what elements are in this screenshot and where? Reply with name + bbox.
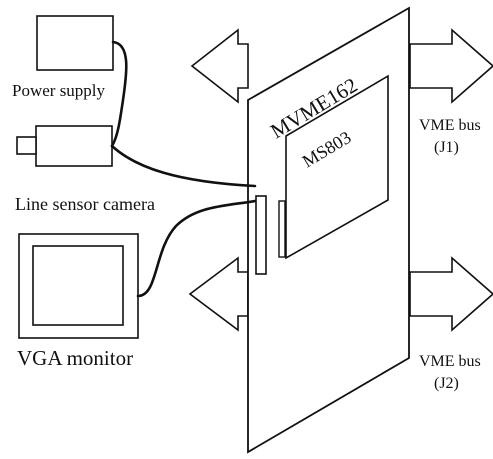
vme-bus-j1-arrow-right (409, 28, 493, 104)
power-supply-box (36, 15, 114, 71)
vme-bus-j2-label: VME bus (419, 353, 481, 370)
camera-cable (110, 144, 257, 188)
board-connector-module (278, 200, 286, 258)
power-cable (110, 40, 128, 148)
vme-bus-j2-arrow-right (409, 256, 493, 332)
camera-lens (16, 136, 37, 155)
ms803-module (285, 74, 389, 260)
vga-monitor-screen (32, 245, 124, 326)
power-supply-label: Power supply (12, 81, 106, 100)
vme-bus-j1-connector-label: (J1) (434, 139, 459, 156)
vga-monitor-label: VGA monitor (17, 346, 133, 370)
board-connector-left (255, 195, 267, 275)
line-sensor-camera-label: Line sensor camera (15, 194, 155, 214)
vme-bus-j1-label: VME bus (419, 117, 481, 134)
vme-bus-j1-arrow-left (190, 28, 249, 104)
vme-bus-j2-arrow-left (188, 256, 249, 332)
camera-body (35, 125, 113, 167)
vme-bus-j2-connector-label: (J2) (434, 375, 459, 392)
monitor-cable (136, 199, 257, 298)
